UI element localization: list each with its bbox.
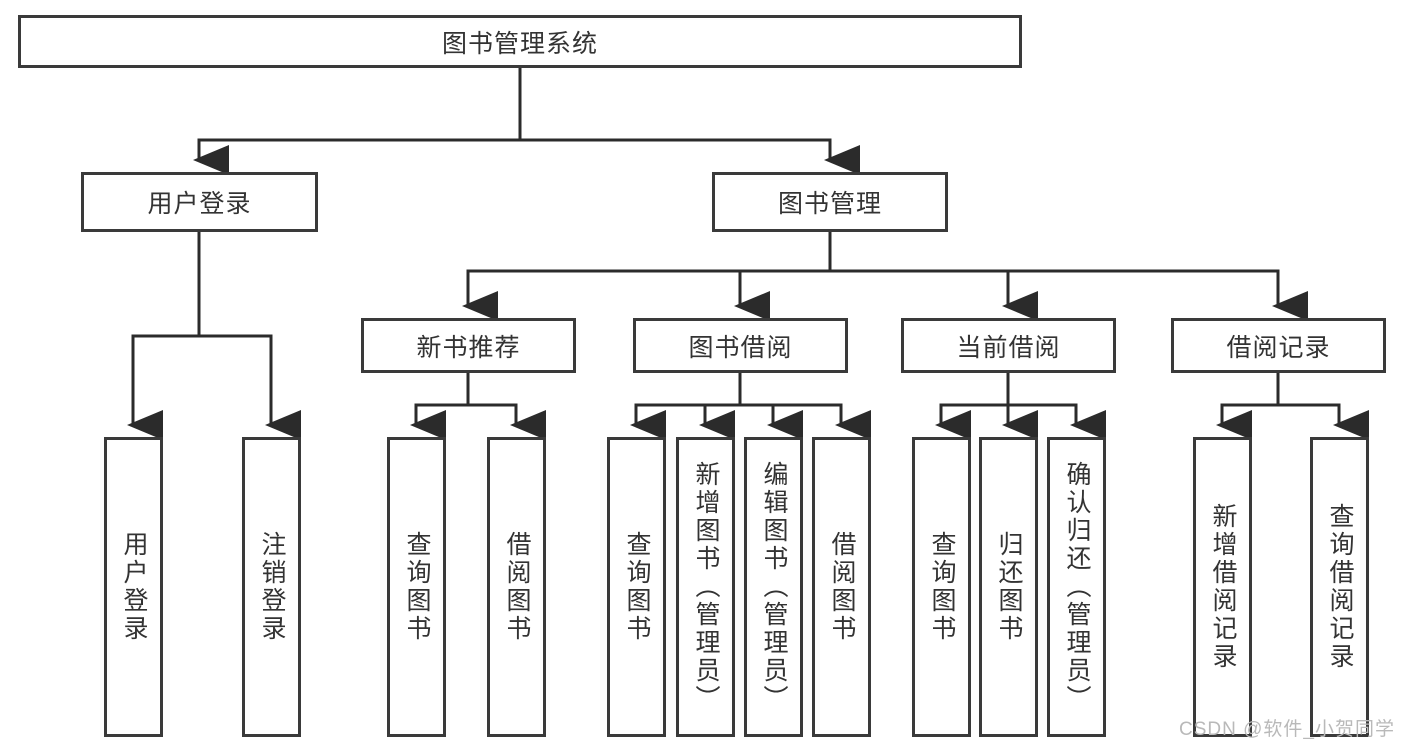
node-leaf-add-book-label: 新增图书（管理员） — [692, 461, 720, 713]
node-leaf-logout[interactable]: 注销登录 — [242, 437, 301, 737]
node-leaf-edit-book-label: 编辑图书（管理员） — [760, 461, 788, 713]
node-root-label: 图书管理系统 — [441, 29, 598, 58]
node-leaf-borrow-book-1-label: 借阅图书 — [503, 531, 531, 643]
node-leaf-confirm-return-label: 确认归还（管理员） — [1063, 461, 1091, 713]
node-leaf-borrow-book-2[interactable]: 借阅图书 — [812, 437, 871, 737]
node-leaf-query-book-2[interactable]: 查询图书 — [607, 437, 666, 737]
node-leaf-query-book-1[interactable]: 查询图书 — [387, 437, 446, 737]
node-book-borrow-label: 图书借阅 — [688, 333, 793, 362]
node-borrow-record[interactable]: 借阅记录 — [1171, 318, 1386, 373]
node-leaf-borrow-book-1[interactable]: 借阅图书 — [487, 437, 546, 737]
node-new-book-rec-label: 新书推荐 — [416, 333, 521, 362]
node-user-login[interactable]: 用户登录 — [81, 172, 318, 232]
node-leaf-query-book-3[interactable]: 查询图书 — [912, 437, 971, 737]
node-root[interactable]: 图书管理系统 — [18, 15, 1022, 68]
node-leaf-query-book-1-label: 查询图书 — [403, 531, 431, 643]
node-leaf-confirm-return[interactable]: 确认归还（管理员） — [1047, 437, 1106, 737]
node-leaf-edit-book[interactable]: 编辑图书（管理员） — [744, 437, 803, 737]
node-leaf-add-record-label: 新增借阅记录 — [1209, 503, 1237, 671]
node-current-borrow[interactable]: 当前借阅 — [901, 318, 1116, 373]
node-book-borrow[interactable]: 图书借阅 — [633, 318, 848, 373]
node-leaf-query-record-label: 查询借阅记录 — [1326, 503, 1354, 671]
node-leaf-add-record[interactable]: 新增借阅记录 — [1193, 437, 1252, 737]
node-leaf-query-book-3-label: 查询图书 — [928, 531, 956, 643]
node-book-manage[interactable]: 图书管理 — [712, 172, 948, 232]
node-leaf-user-login[interactable]: 用户登录 — [104, 437, 163, 737]
watermark-text: CSDN @软件_小贺同学 — [1179, 719, 1395, 740]
node-new-book-rec[interactable]: 新书推荐 — [361, 318, 576, 373]
node-book-manage-label: 图书管理 — [777, 190, 882, 218]
node-leaf-return-book[interactable]: 归还图书 — [979, 437, 1038, 737]
node-borrow-record-label: 借阅记录 — [1226, 333, 1331, 362]
node-leaf-user-login-label: 用户登录 — [120, 531, 148, 643]
node-leaf-add-book[interactable]: 新增图书（管理员） — [676, 437, 735, 737]
node-leaf-query-book-2-label: 查询图书 — [623, 531, 651, 643]
node-leaf-return-book-label: 归还图书 — [995, 531, 1023, 643]
node-user-login-label: 用户登录 — [147, 190, 252, 218]
node-leaf-query-record[interactable]: 查询借阅记录 — [1310, 437, 1369, 737]
node-leaf-logout-label: 注销登录 — [258, 531, 286, 643]
node-leaf-borrow-book-2-label: 借阅图书 — [828, 531, 856, 643]
node-current-borrow-label: 当前借阅 — [956, 333, 1061, 362]
